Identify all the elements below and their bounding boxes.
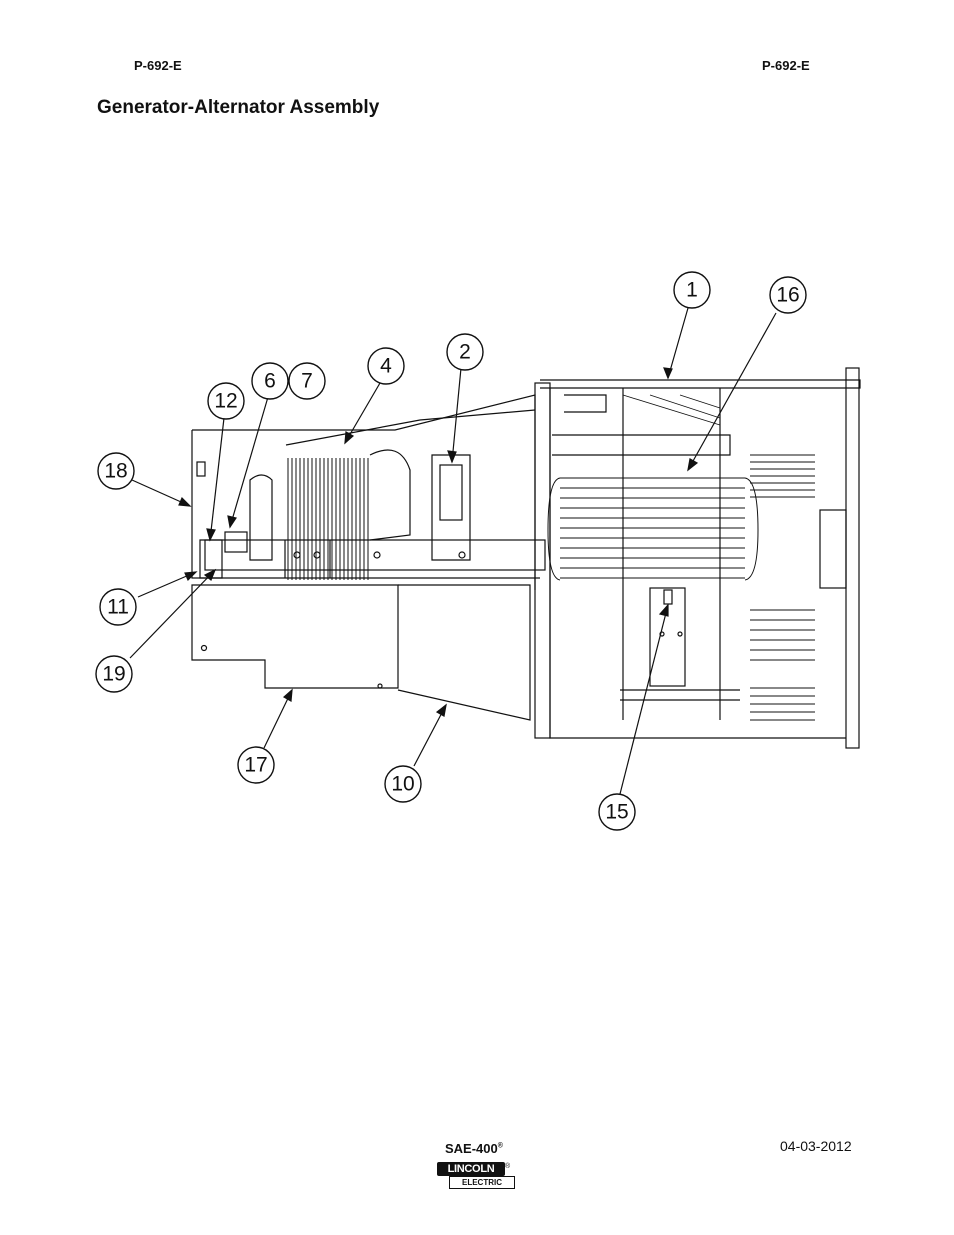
model-name: SAE-400® bbox=[445, 1141, 503, 1156]
part-number-left: P-692-E bbox=[134, 58, 182, 73]
logo-registered-mark: ® bbox=[505, 1163, 511, 1170]
revision-date: 04-03-2012 bbox=[780, 1138, 852, 1154]
callout-17-label: 17 bbox=[244, 754, 267, 777]
callout-12-label: 12 bbox=[214, 390, 237, 413]
callout-19: 19 bbox=[95, 655, 133, 693]
callout-12: 12 bbox=[207, 382, 245, 420]
page-title: Generator-Alternator Assembly bbox=[97, 97, 380, 118]
model-text: SAE-400 bbox=[445, 1141, 498, 1156]
callout-6-label: 6 bbox=[264, 370, 276, 393]
louvres bbox=[750, 454, 815, 721]
lincoln-electric-logo: LINCOLN ® ELECTRIC bbox=[437, 1162, 515, 1189]
callout-4: 4 bbox=[367, 347, 405, 385]
assembly-drawing bbox=[191, 367, 861, 749]
leader-lines bbox=[129, 307, 777, 795]
callout-6: 6 bbox=[251, 362, 289, 400]
callout-18: 18 bbox=[97, 452, 135, 490]
callout-18-label: 18 bbox=[104, 460, 127, 483]
callout-11: 11 bbox=[99, 588, 137, 626]
part-number-right: P-692-E bbox=[762, 58, 810, 73]
callout-19-label: 19 bbox=[102, 663, 125, 686]
callout-7: 7 bbox=[288, 362, 326, 400]
stator-windings bbox=[547, 477, 759, 581]
callout-16: 16 bbox=[769, 276, 807, 314]
registered-mark: ® bbox=[497, 1142, 503, 1150]
callout-15-label: 15 bbox=[605, 801, 628, 824]
callout-7-label: 7 bbox=[301, 370, 313, 393]
callout-11-label: 11 bbox=[107, 596, 129, 619]
logo-lincoln: LINCOLN bbox=[437, 1162, 505, 1176]
radiator-fins bbox=[287, 458, 369, 580]
callout-4-label: 4 bbox=[380, 355, 392, 378]
callout-10: 10 bbox=[384, 765, 422, 803]
callout-16-label: 16 bbox=[776, 284, 799, 307]
callout-15: 15 bbox=[598, 793, 636, 831]
callout-2: 2 bbox=[446, 333, 484, 371]
callout-17: 17 bbox=[237, 746, 275, 784]
callout-1-label: 1 bbox=[686, 279, 698, 302]
callout-1: 1 bbox=[673, 271, 711, 309]
callout-2-label: 2 bbox=[459, 341, 471, 364]
callout-10-label: 10 bbox=[391, 773, 414, 796]
logo-electric: ELECTRIC bbox=[449, 1176, 515, 1189]
